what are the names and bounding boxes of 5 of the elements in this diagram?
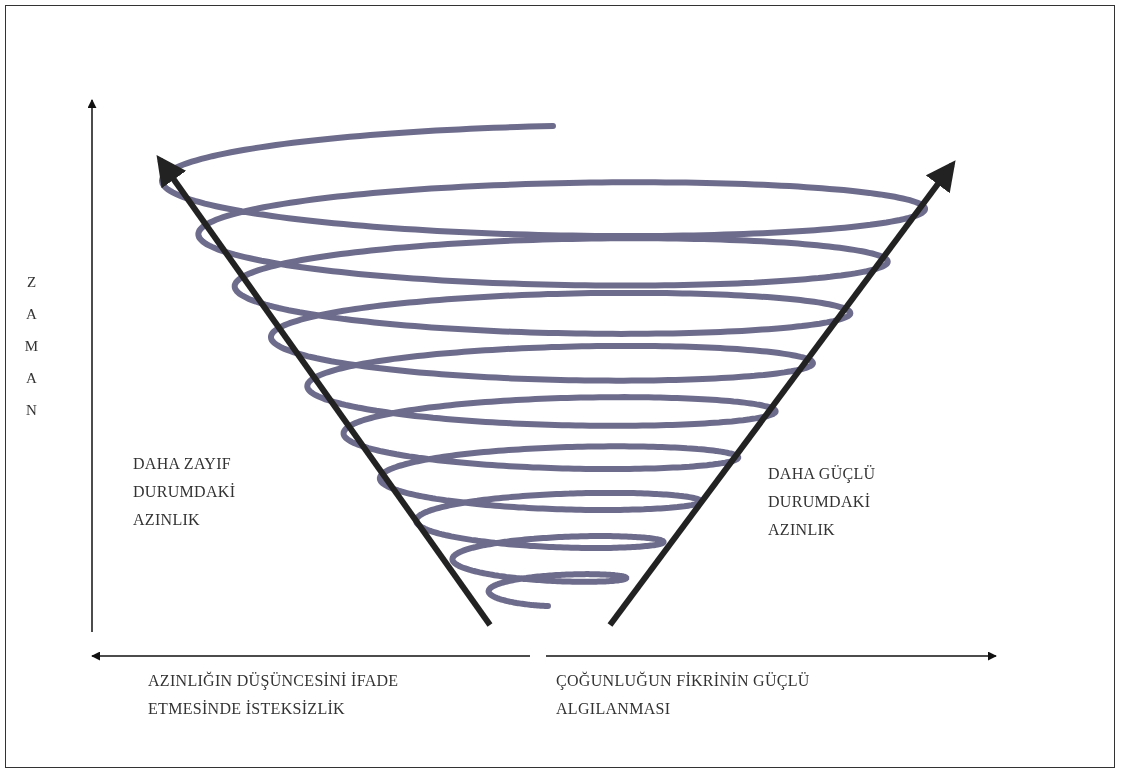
axis-label: ZAMAN bbox=[24, 273, 39, 420]
text-label: DAHA GÜÇLÜ DURUMDAKİ AZINLIK bbox=[768, 464, 877, 540]
text-label: DAHA ZAYIF DURUMDAKİ AZINLIK bbox=[133, 454, 237, 530]
text-label: AZINLIĞIN DÜŞÜNCESİNİ İFADE ETMESİNDE İSTEKSİZLİK bbox=[148, 670, 400, 719]
text-label: ÇOĞUNLUĞUN FİKRİNİN GÜÇLÜ ALGILANMASI bbox=[556, 670, 811, 719]
